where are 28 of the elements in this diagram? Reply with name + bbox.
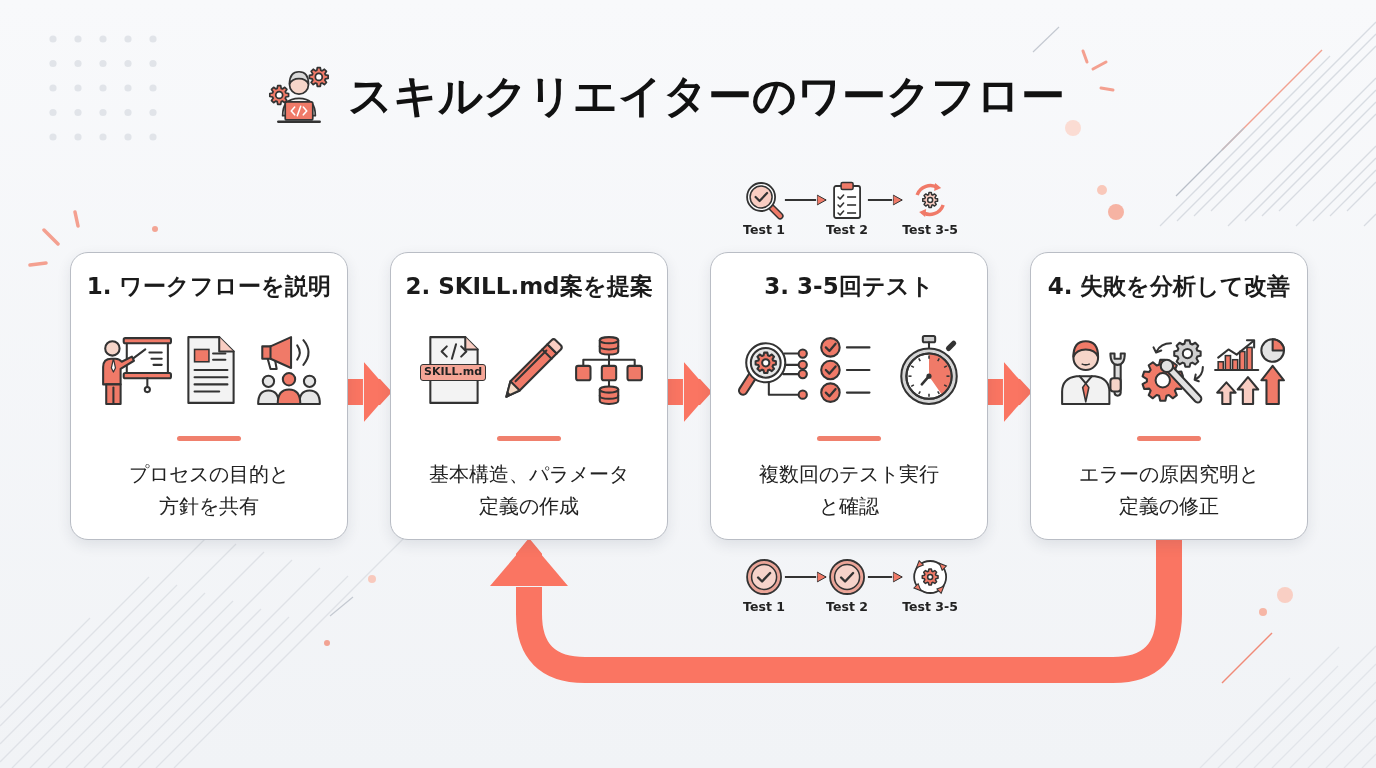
test-label: Test 2 (826, 222, 868, 238)
step-description: 複数回のテスト実行と確認 (758, 461, 940, 520)
test-label: Test 1 (743, 599, 785, 615)
test-label: Test 3-5 (902, 599, 958, 615)
arrow (866, 194, 904, 206)
arrow (988, 362, 1030, 422)
arrow (866, 571, 904, 583)
arrow (783, 571, 828, 583)
step-card (70, 252, 348, 540)
test-label: Test 2 (826, 599, 868, 615)
arrow (348, 362, 390, 422)
step-title: 2. SKILL.md案を提案 (405, 272, 653, 301)
arrow (490, 540, 1182, 683)
arrow (668, 362, 710, 422)
step-title: 1. ワークフローを説明 (86, 272, 332, 301)
file-name-tag: SKILL.md (420, 364, 486, 381)
step-description: 基本構造、パラメータ定義の作成 (428, 461, 630, 520)
step-card (710, 252, 988, 540)
test-label: Test 1 (743, 222, 785, 238)
test-label: Test 3-5 (902, 222, 958, 238)
step-description: プロセスの目的と方針を共有 (128, 461, 290, 520)
step-card (390, 252, 668, 540)
step-card (1030, 252, 1308, 540)
arrow (783, 194, 828, 206)
title: スキルクリエイターのワークフロー (348, 69, 1065, 123)
step-title: 4. 失敗を分析して改善 (1047, 272, 1291, 301)
step-title: 3. 3-5回テスト (764, 272, 934, 301)
step-description: エラーの原因究明と定義の修正 (1078, 461, 1260, 520)
